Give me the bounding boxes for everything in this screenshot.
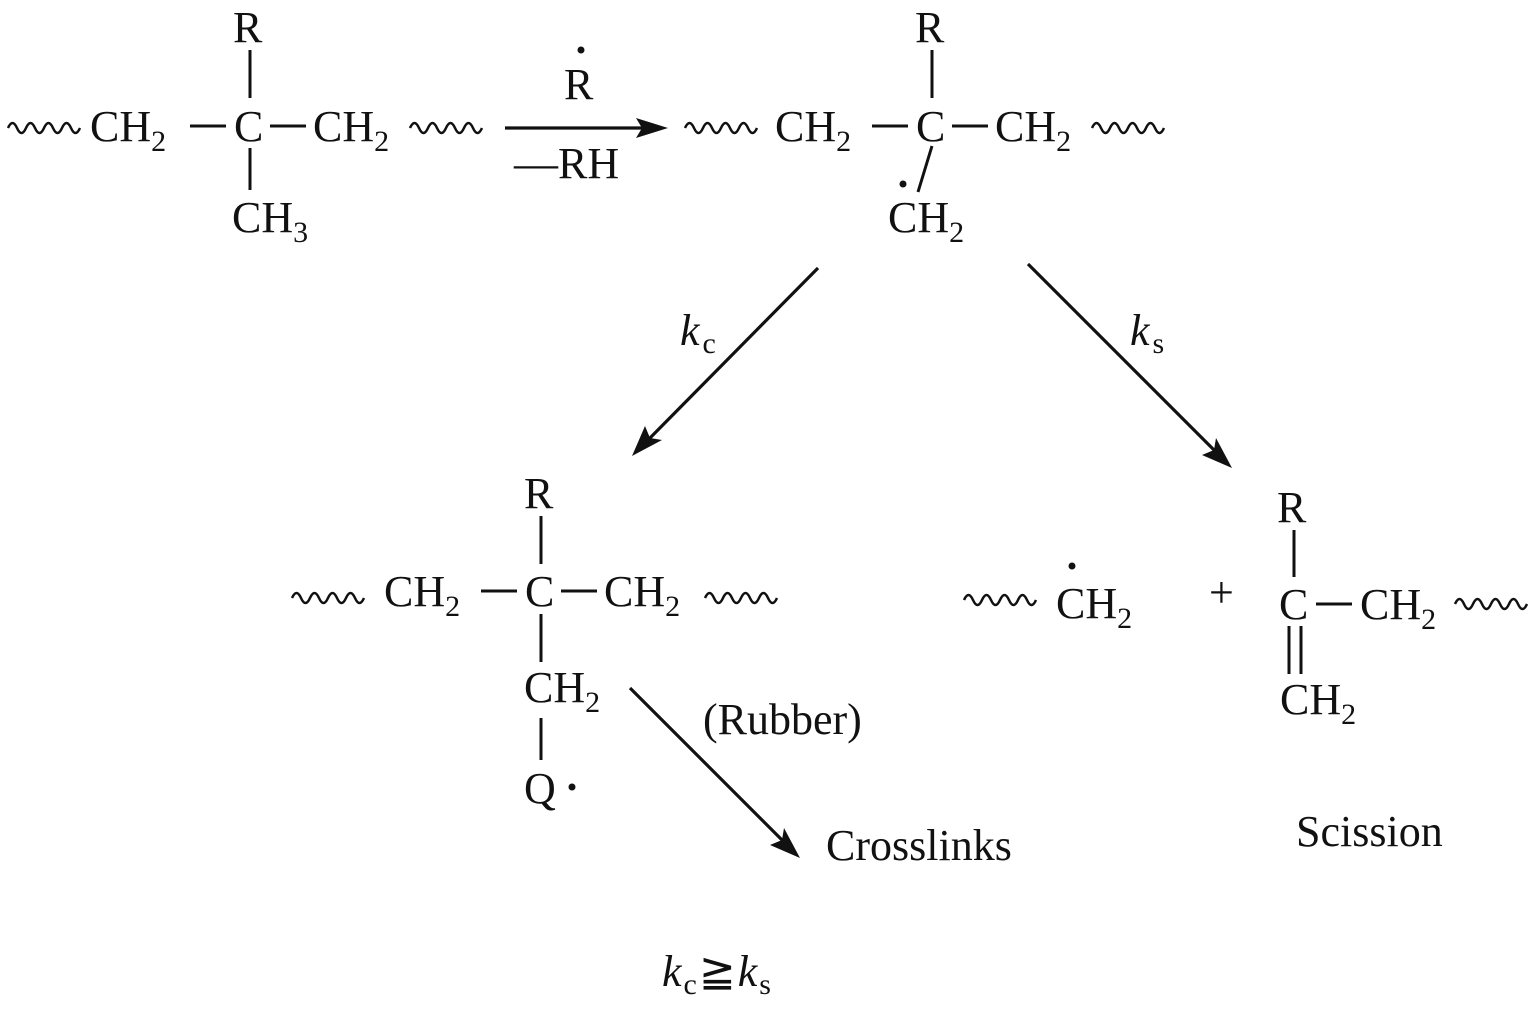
chain-wavy-left bbox=[6, 121, 82, 135]
abstraction-arrow: R —RH bbox=[505, 46, 668, 188]
radical-dot-reagent bbox=[577, 46, 585, 54]
ch2-right: CH2 bbox=[313, 102, 389, 158]
arrow-shaft bbox=[628, 686, 786, 844]
chain-end-radical: CH2 bbox=[1056, 579, 1132, 635]
chain-wavy-right bbox=[408, 121, 484, 135]
arrow-shaft bbox=[1026, 262, 1218, 454]
group-q: Q bbox=[524, 764, 556, 813]
reagent-radical-label: R bbox=[564, 60, 594, 109]
arrow-head bbox=[770, 828, 800, 858]
chain-wavy-right bbox=[703, 591, 779, 605]
ch2-right: CH2 bbox=[1360, 580, 1436, 636]
carbon-center: C bbox=[234, 102, 263, 151]
byproduct-label: —RH bbox=[513, 139, 619, 188]
methylene-radical: CH2 bbox=[888, 193, 964, 249]
radical-dot bbox=[568, 783, 576, 791]
rate-relation-text: kc≧ks bbox=[662, 947, 771, 1001]
bond-down-slanted bbox=[916, 145, 934, 193]
chain-wavy-left bbox=[290, 591, 366, 605]
chain-wavy-right bbox=[1090, 121, 1166, 135]
crosslinks-label: Crosslinks bbox=[826, 821, 1012, 870]
ch2-left: CH2 bbox=[90, 102, 166, 158]
terminal-methylene: CH2 bbox=[1280, 675, 1356, 731]
rubber-label: (Rubber) bbox=[703, 695, 862, 744]
chain-wavy-right bbox=[1453, 597, 1529, 611]
ch2-right: CH2 bbox=[995, 102, 1071, 158]
structure-radical: CH2 C R CH2 CH2 bbox=[683, 3, 1166, 249]
carbon-alkene: C bbox=[1279, 580, 1308, 629]
arrow-head bbox=[1202, 438, 1232, 468]
radical-dot bbox=[1068, 562, 1076, 570]
structure-crosslink-intermediate: CH2 C R CH2 CH2 Q bbox=[290, 469, 779, 813]
substituent-r-top: R bbox=[1277, 483, 1307, 532]
arrow-head bbox=[632, 426, 662, 456]
radical-dot bbox=[899, 180, 907, 188]
arrow-shaft bbox=[646, 266, 820, 442]
structure-polymer-start: CH2 C R CH2 CH3 bbox=[6, 3, 484, 249]
scission-label: Scission bbox=[1296, 807, 1443, 856]
arrow-head bbox=[636, 118, 668, 138]
scission-products: CH2 + C R CH2 CH2 Scission bbox=[962, 483, 1529, 856]
ch2-left: CH2 bbox=[384, 567, 460, 623]
substituent-r-top: R bbox=[524, 469, 554, 518]
rate-relation: kc≧ks bbox=[662, 947, 771, 1001]
substituent-r-top: R bbox=[233, 3, 263, 52]
carbon-center: C bbox=[916, 102, 945, 151]
methylene-group: CH2 bbox=[524, 663, 600, 719]
ch2-left: CH2 bbox=[775, 102, 851, 158]
arrow-to-crosslinks: (Rubber) Crosslinks bbox=[628, 686, 1012, 870]
plus-sign: + bbox=[1209, 568, 1234, 617]
chain-wavy-left bbox=[683, 121, 759, 135]
ch2-right: CH2 bbox=[604, 567, 680, 623]
carbon-center: C bbox=[525, 567, 554, 616]
methyl-group: CH3 bbox=[232, 193, 308, 249]
substituent-r-top: R bbox=[915, 3, 945, 52]
chain-wavy-left bbox=[962, 593, 1038, 607]
